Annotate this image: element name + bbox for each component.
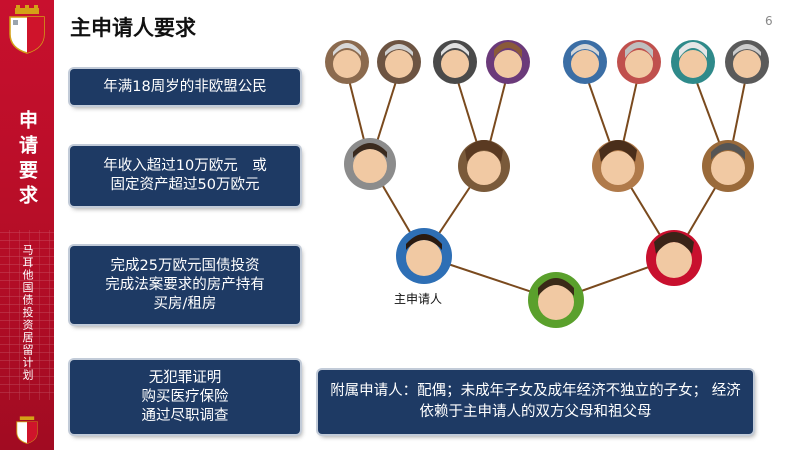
requirement-investment-text: 完成25万欧元国债投资 完成法案要求的房产持有 买房/租房 [105,257,265,312]
requirement-background-text: 无犯罪证明 购买医疗保险 通过尽职调查 [141,369,229,424]
parent-avatar-3 [592,140,644,192]
sidebar-title: 申请要求 [16,110,38,210]
requirement-income: 年收入超过10万欧元 或 固定资产超过50万欧元 [70,146,300,206]
sidebar: 申请要求 马耳他国债投资居留计划 [0,0,54,450]
requirement-age-text: 年满18周岁的非欧盟公民 [103,78,267,95]
page-title: 主申请人要求 [70,16,196,40]
requirement-age: 年满18周岁的非欧盟公民 [70,69,300,105]
parent-avatar-1 [344,138,396,190]
requirement-background: 无犯罪证明 购买医疗保险 通过尽职调查 [70,360,300,434]
spouse-avatar [646,230,702,286]
child-avatar [528,272,584,328]
grandparent-avatar-2 [377,40,421,84]
sidebar-pattern [0,230,54,400]
parent-avatar-2 [458,140,510,192]
malta-crest-icon [9,5,45,54]
grandparent-avatar-1 [325,40,369,84]
grandparent-avatar-4 [486,40,530,84]
grandparent-avatar-6 [617,40,661,84]
dependents-note: 附属申请人：配偶；未成年子女及成年经济不独立的子女； 经济 依赖于主申请人的双方… [318,370,753,434]
main-applicant-label: 主申请人 [394,292,443,306]
grandparent-avatar-5 [563,40,607,84]
grandparent-avatar-7 [671,40,715,84]
grandparent-avatar-8 [725,40,769,84]
requirement-income-text: 年收入超过10万欧元 或 固定资产超过50万欧元 [103,158,267,193]
parent-avatar-4 [702,140,754,192]
page-number: 6 [765,14,773,28]
malta-crest-small-icon [16,416,38,444]
sidebar-subtitle: 马耳他国债投资居留计划 [21,244,34,382]
dependents-note-text: 附属申请人：配偶；未成年子女及成年经济不独立的子女； 经济 依赖于主申请人的双方… [330,383,741,420]
requirement-investment: 完成25万欧元国债投资 完成法案要求的房产持有 买房/租房 [70,246,300,324]
grandparent-avatar-3 [433,40,477,84]
main-applicant-avatar [396,228,452,284]
